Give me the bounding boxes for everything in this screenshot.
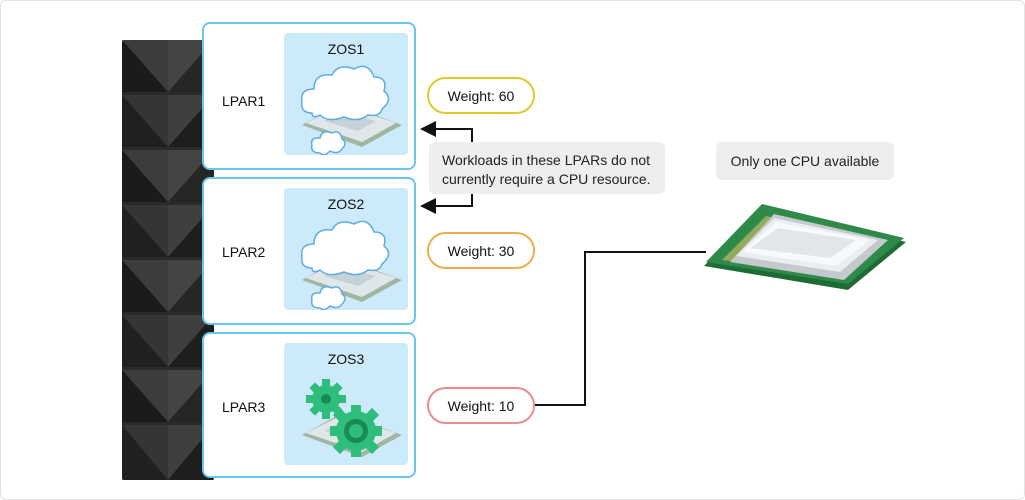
large-gear-icon [330,405,382,457]
cloud-workload-icon [300,220,402,310]
cloud-workload-icon [300,65,402,155]
line-lpar3-to-cpu [535,251,706,406]
lpar3-box[interactable]: LPAR3 ZOS3 [202,332,416,478]
arrow-to-lpar1 [420,121,473,142]
zos1-panel: ZOS1 [284,33,408,155]
lpar2-label: LPAR2 [222,244,266,260]
lpar3-label: LPAR3 [222,399,266,415]
gears-workload-icon [302,379,402,457]
zos1-title: ZOS1 [327,41,365,57]
idle-workloads-note: Workloads in these LPARs do not currentl… [429,142,665,194]
zos3-panel: ZOS3 [284,343,408,465]
weight-lpar3: Weight: 10 [427,387,535,424]
weight-lpar2: Weight: 30 [427,232,535,269]
arrow-to-lpar2 [420,192,473,214]
zos3-title: ZOS3 [327,351,365,367]
lpar1-box[interactable]: LPAR1 ZOS1 [202,22,416,170]
zos2-title: ZOS2 [327,196,365,212]
zos2-panel: ZOS2 [284,188,408,310]
lpar2-box[interactable]: LPAR2 ZOS2 [202,177,416,325]
lpar1-label: LPAR1 [222,93,266,109]
cpu-note: Only one CPU available [716,142,894,180]
weight-lpar1: Weight: 60 [427,77,535,114]
cpu-chip-icon [704,204,906,290]
